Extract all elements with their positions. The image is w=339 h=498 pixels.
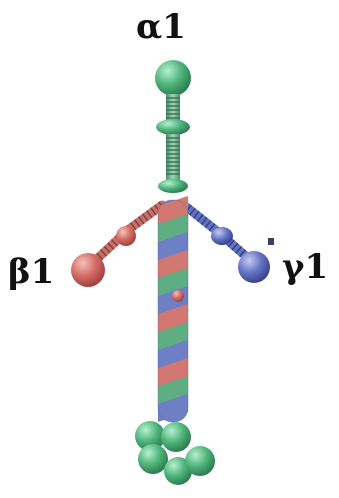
- beta-arm: [71, 200, 167, 287]
- coil-knob: [172, 290, 184, 302]
- alpha-lg-globule-cluster: [135, 421, 215, 485]
- gamma-arm-globule: [211, 227, 233, 245]
- alpha-lower-rod: [166, 134, 180, 180]
- gamma-small-tick: [268, 238, 274, 245]
- alpha-chain-label: α1: [136, 7, 186, 47]
- gamma-terminal-globule: [238, 251, 270, 283]
- beta-terminal-globule: [71, 253, 105, 287]
- alpha-disc-lower: [158, 179, 188, 193]
- gamma-arm: [179, 200, 274, 283]
- beta-arm-globule: [116, 226, 136, 246]
- gamma-chain-label: γ1: [282, 247, 329, 287]
- alpha-upper-rod: [166, 94, 180, 122]
- alpha-top-globule: [155, 60, 191, 96]
- coiled-coil-helix: [157, 196, 189, 423]
- alpha-disc-upper: [156, 119, 190, 135]
- beta-chain-label: β1: [8, 252, 55, 292]
